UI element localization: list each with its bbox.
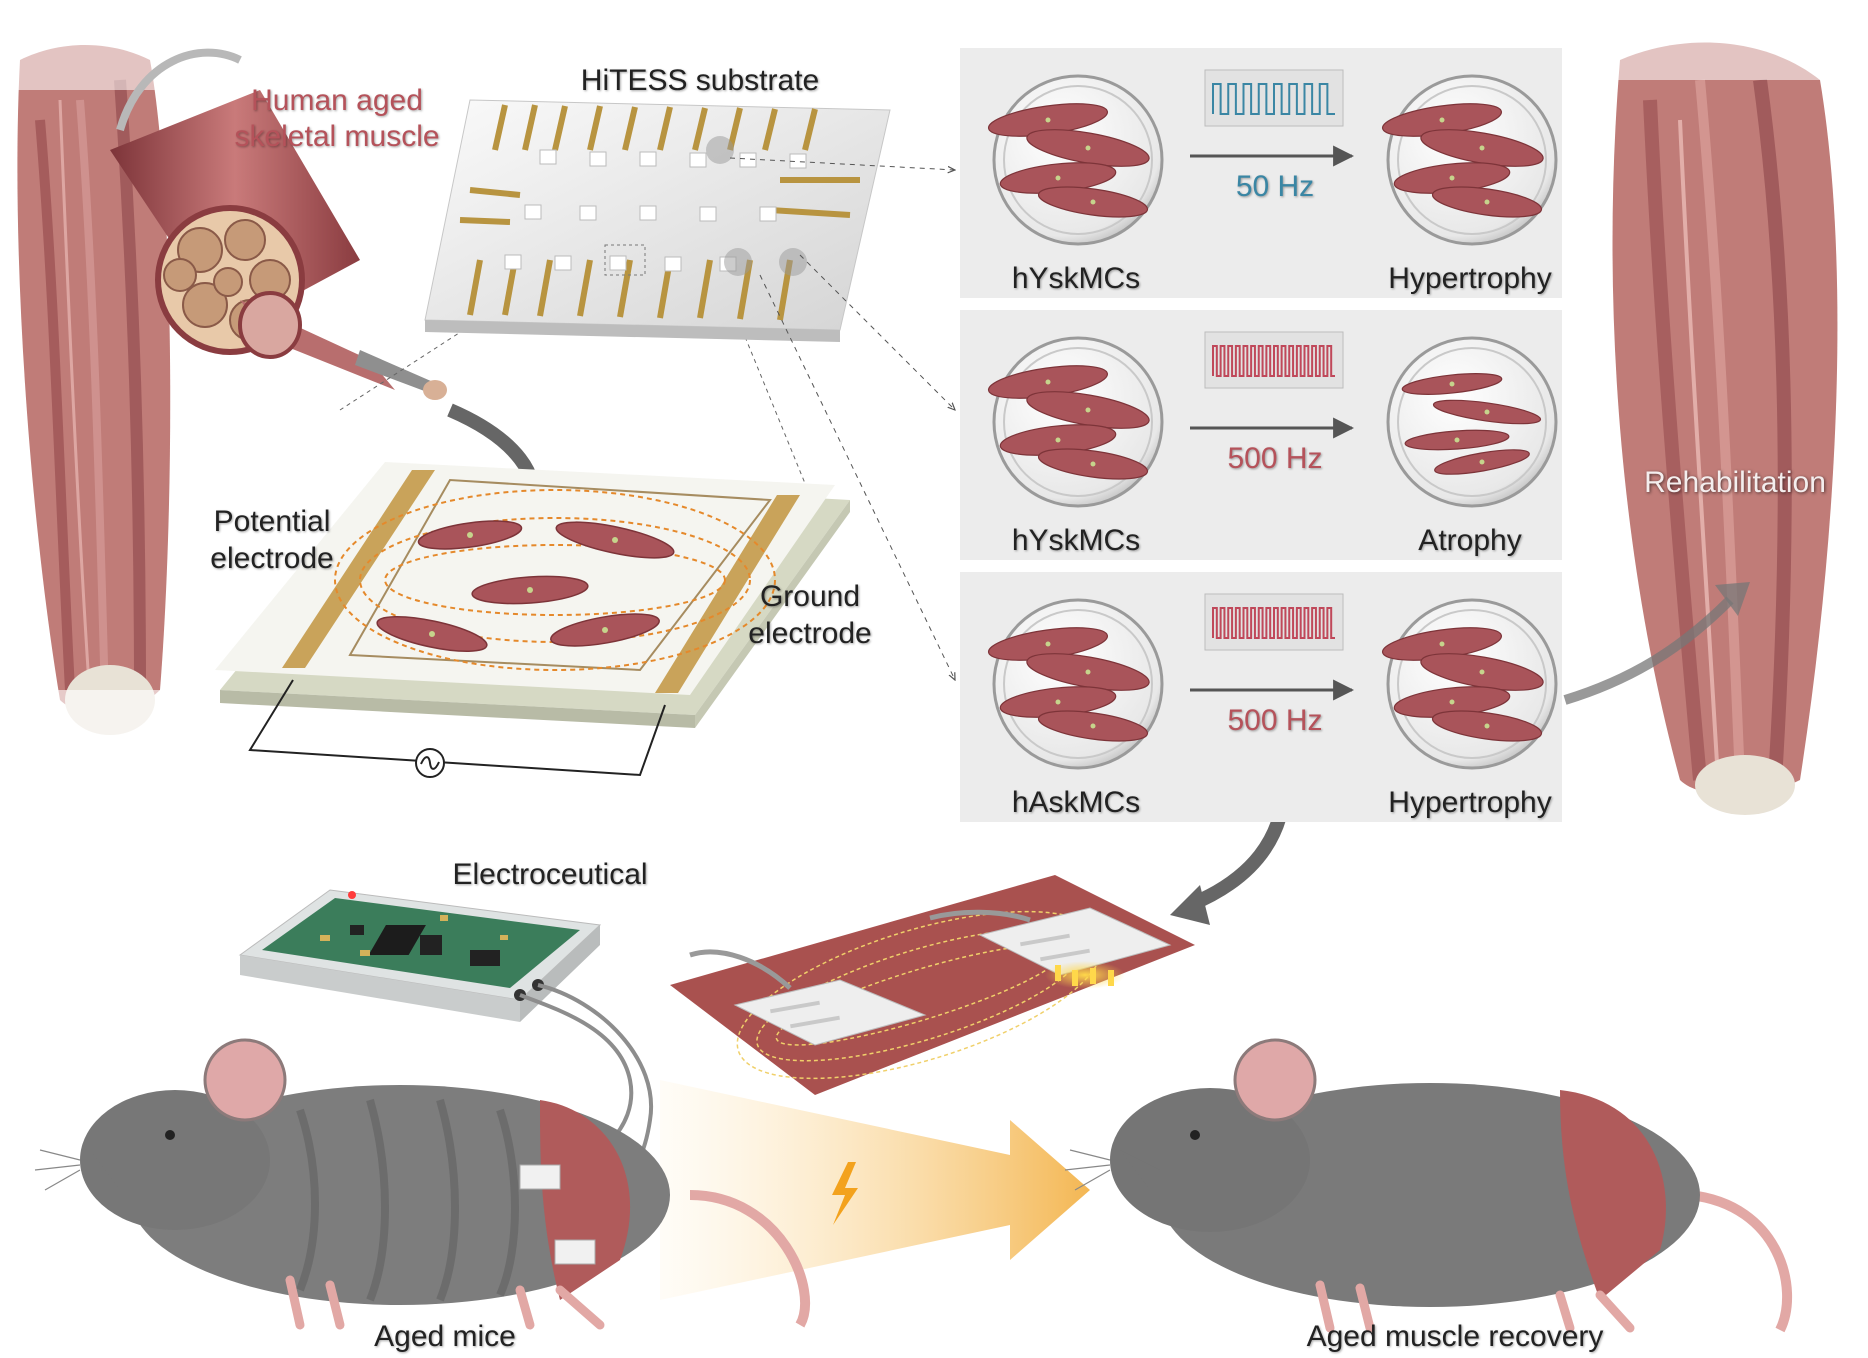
rehabilitation-label: Rehabilitation xyxy=(1644,466,1826,499)
panel-2-cell-label: hYskMCs xyxy=(1011,524,1141,557)
aged-muscle-recovery-label: Aged muscle recovery xyxy=(1306,1320,1604,1353)
rehabilitation-arrow-head xyxy=(1715,582,1750,616)
human-aged-label-line2: skeletal muscle xyxy=(234,120,440,153)
treatment-arrow xyxy=(660,1080,1090,1300)
rehabilitation-arrow xyxy=(1563,596,1734,705)
panel-3-cell-label: hAskMCs xyxy=(1011,786,1141,819)
electroceutical-label: Electroceutical xyxy=(452,858,648,891)
substrate-to-panel3-arrow xyxy=(759,274,955,680)
electrode-patch-illustration xyxy=(670,875,1195,1095)
left-leg-muscle-illustration xyxy=(0,0,200,750)
ground-electrode-label-line1: Ground xyxy=(759,580,861,613)
recovered-mouse-right xyxy=(1064,1038,1792,1333)
electroceutical-device-illustration xyxy=(238,889,602,1022)
panel-3-frequency-label: 500 Hz xyxy=(1227,704,1323,737)
human-aged-label-line1: Human aged xyxy=(251,84,423,117)
substrate-to-panel1-arrow xyxy=(729,157,955,170)
ac-source-icon xyxy=(415,748,445,778)
panel-1-frequency-label: 50 Hz xyxy=(1235,170,1315,203)
right-leg-muscle-illustration xyxy=(1590,0,1868,815)
potential-electrode-label-line1: Potential xyxy=(213,505,331,538)
panel-1-outcome-label: Hypertrophy xyxy=(1388,262,1552,295)
panel-to-patch-arrow-head xyxy=(1170,885,1210,925)
potential-electrode-label-line2: electrode xyxy=(210,542,334,575)
panel-1-cell-label: hYskMCs xyxy=(1011,262,1141,295)
panel-2-outcome-label: Atrophy xyxy=(1418,524,1522,557)
electrode-chip-illustration xyxy=(215,462,850,777)
panel-3-outcome-label: Hypertrophy xyxy=(1388,786,1552,819)
stimulation-panel-3: hAskMCs 500 Hz Hypertrophy xyxy=(960,572,1562,822)
substrate-to-panel2-arrow xyxy=(799,254,955,410)
hitess-substrate-illustration xyxy=(424,99,891,342)
lightning-icon xyxy=(832,1162,858,1225)
ground-electrode-label-line2: electrode xyxy=(748,617,872,650)
stimulation-panel-2: hYskMCs 500 Hz Atrophy xyxy=(960,310,1562,560)
muscle-bundle-illustration xyxy=(110,48,447,400)
panel-2-frequency-label: 500 Hz xyxy=(1227,442,1323,475)
aged-mouse-left xyxy=(34,1038,810,1330)
stimulation-panel-1: hYskMCs 50 Hz Hypertrophy xyxy=(960,48,1562,298)
hitess-substrate-label: HiTESS substrate xyxy=(580,64,820,97)
aged-mice-label: Aged mice xyxy=(374,1320,516,1353)
